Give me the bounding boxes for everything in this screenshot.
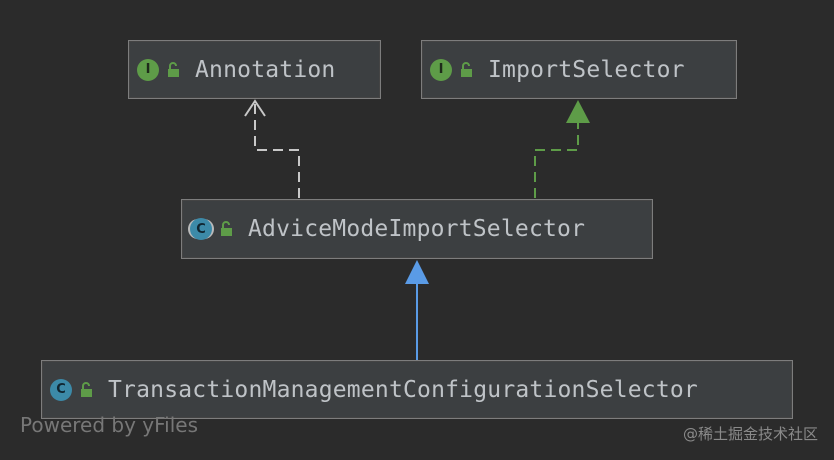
node-annotation[interactable]: I Annotation [128, 40, 381, 99]
interface-icon: I [137, 58, 159, 81]
node-label: ImportSelector [488, 56, 685, 83]
powered-by-text: Powered by yFiles [20, 413, 198, 437]
unlocked-padlock-icon [220, 221, 234, 237]
abstract-class-icon: C [190, 218, 212, 240]
node-label: AdviceModeImportSelector [248, 216, 586, 242]
filled-arrowhead-icon [566, 100, 590, 123]
filled-arrowhead-icon [405, 260, 429, 284]
unlocked-padlock-icon [80, 381, 94, 398]
node-label: Annotation [195, 56, 336, 83]
edge-advice-to-annotation [254, 102, 300, 198]
interface-icon: I [430, 58, 452, 81]
class-icon: C [50, 378, 72, 401]
edge-advice-to-import-selector [534, 122, 579, 198]
node-import-selector[interactable]: I ImportSelector [421, 40, 737, 99]
node-advice-mode-import-selector[interactable]: C AdviceModeImportSelector [181, 199, 653, 259]
watermark-text: @稀土掘金技术社区 [682, 425, 818, 443]
unlocked-padlock-icon [167, 61, 181, 78]
node-label: TransactionManagementConfigurationSelect… [108, 376, 698, 403]
node-transaction-management-configuration-selector[interactable]: C TransactionManagementConfigurationSele… [41, 360, 793, 419]
unlocked-padlock-icon [460, 61, 474, 78]
open-arrowhead-icon [244, 99, 266, 117]
